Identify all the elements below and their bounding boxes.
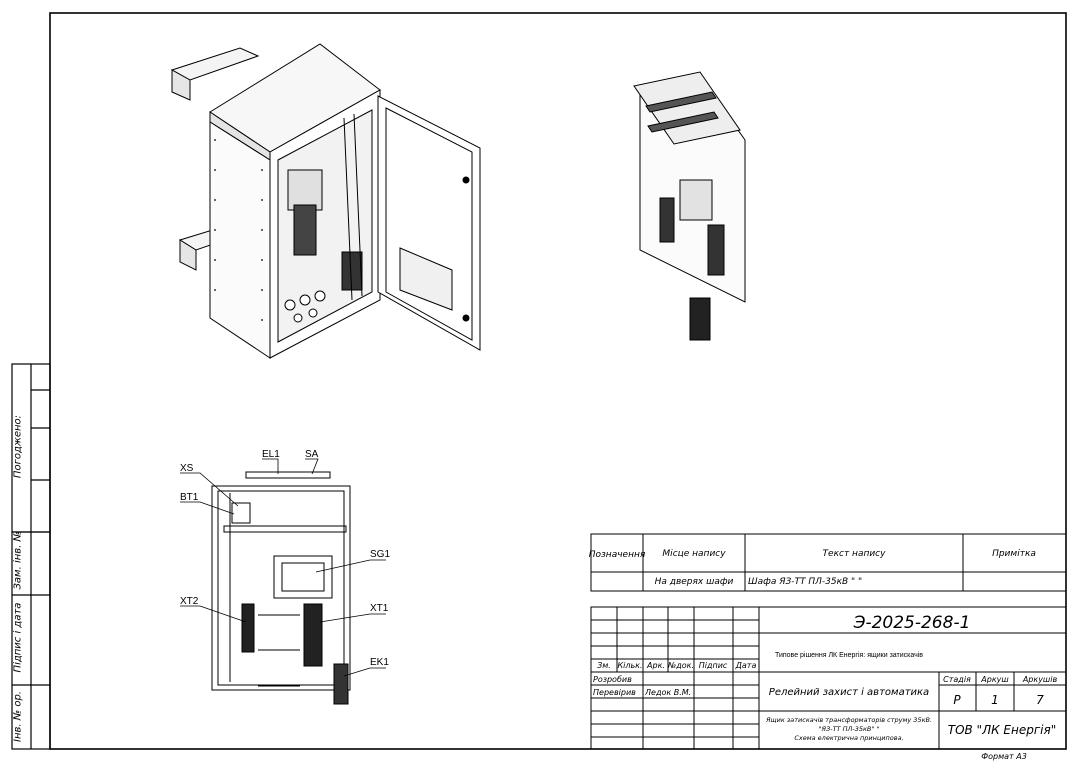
callout-leaders [180, 458, 386, 677]
sheet-value: 1 [991, 693, 999, 707]
sheet-label: Аркуш [980, 675, 1009, 684]
description-line-2: "ЯЗ-ТТ ПЛ-35кВ" " [819, 725, 880, 733]
role-checked: Перевірив [593, 688, 636, 697]
label-sg1: SG1 [370, 549, 390, 560]
label-el1: EL1 [262, 449, 280, 460]
company-name: ТОВ "ЛК Енергія" [948, 723, 1057, 737]
designation-table [590, 533, 1067, 592]
col-kilk: Кільк. [617, 661, 642, 670]
stage-value: Р [953, 693, 961, 707]
checker-name: Ледок В.М. [644, 688, 691, 697]
title-block-frame [590, 606, 1067, 750]
stamp-inv-orig: Інв. № ор. [12, 691, 24, 742]
label-xt2: XT2 [180, 596, 199, 607]
stage-label: Стадія [943, 675, 971, 684]
sheet-frame [49, 12, 1067, 750]
description-line-3: Схема електрична принципова. [794, 734, 903, 742]
label-sa: SA [305, 449, 319, 460]
label-bt1: BT1 [180, 492, 199, 503]
stamp-sign-date: Підпис і дата [12, 602, 24, 673]
doc-code: Э-2025-268-1 [853, 613, 971, 633]
col-ark: Арк. [646, 661, 665, 670]
description-line-1: Ящик затискачів трансформаторів струму 3… [765, 716, 932, 724]
label-xt1: XT1 [370, 603, 389, 614]
col-data: Дата [735, 661, 757, 670]
cabinet-side-rivets [214, 139, 263, 321]
header-text: Текст напису [823, 549, 887, 559]
format-label: Формат А3 [981, 752, 1027, 761]
mounting-plate-isometric-view [633, 71, 746, 341]
header-location: Місце напису [662, 549, 726, 559]
label-xs: XS [180, 463, 194, 474]
left-stamp-strip [11, 363, 51, 750]
label-ek1: EK1 [370, 657, 389, 668]
stamp-agreed: Погоджено: [12, 414, 24, 479]
col-zm: Зм. [597, 661, 611, 670]
stamp-replace-inv: Зам. інв. № [12, 531, 24, 590]
sheets-label: Аркушів [1022, 675, 1058, 684]
section-title: Релейний захист і автоматика [769, 686, 929, 698]
cell-location: На дверях шафи [655, 577, 734, 587]
cell-text: Шафа ЯЗ-ТТ ПЛ-35кВ " " [748, 577, 862, 587]
header-note: Примітка [992, 549, 1036, 559]
mounting-plate-front-view [211, 471, 351, 705]
project-title: Типове рішення ЛК Енергія: ящики затиска… [775, 651, 923, 659]
header-designation: Позначення [589, 550, 646, 560]
col-pidpys: Підпис [699, 661, 728, 670]
col-ndok: №док. [667, 661, 694, 670]
role-developed: Розробив [593, 675, 632, 684]
cabinet-isometric-view [170, 43, 481, 359]
sheets-value: 7 [1036, 693, 1044, 707]
